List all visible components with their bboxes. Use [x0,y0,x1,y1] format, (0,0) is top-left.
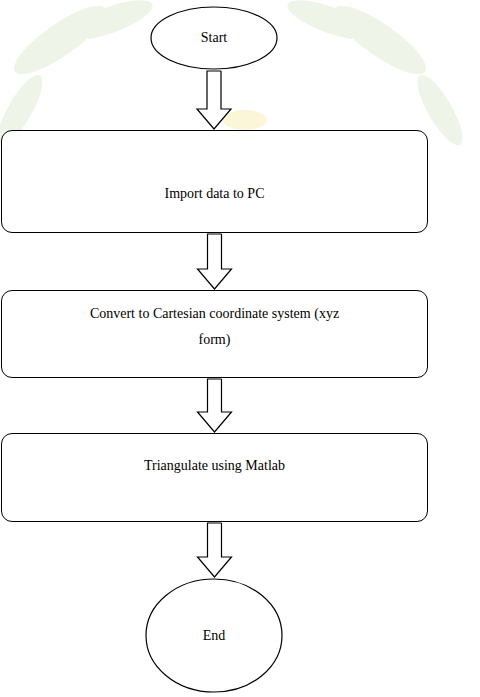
block-arrow [197,71,231,129]
node-label: End [203,623,226,649]
process-box: Triangulate using Matlab [1,433,428,522]
node-label: Start [201,25,227,51]
block-arrow [198,234,232,289]
node-label: Import data to PC [165,181,265,207]
node-label: Triangulate using Matlab [144,453,285,479]
start-terminal: Start [150,6,278,70]
end-terminal: End [145,578,283,693]
process-box: Import data to PC [1,130,428,233]
block-arrow [198,379,232,432]
process-box: Convert to Cartesian coordinate system (… [1,290,428,378]
block-arrow [198,523,232,577]
node-label: Convert to Cartesian coordinate system (… [75,301,355,353]
